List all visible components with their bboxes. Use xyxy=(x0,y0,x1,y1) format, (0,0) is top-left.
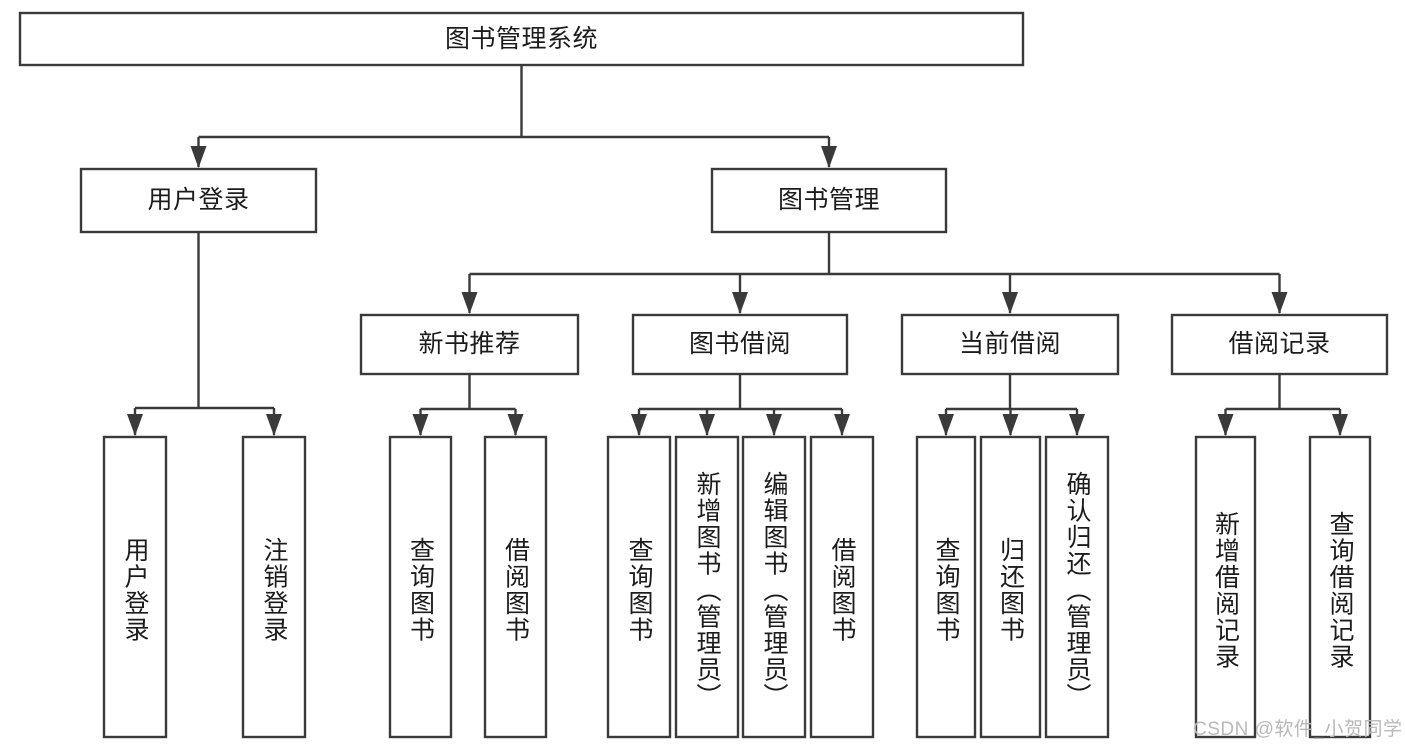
node-box-leaf-query-record xyxy=(1308,435,1372,739)
arrow-current-borrow-to-leaf-return-book xyxy=(1002,414,1019,436)
arrow-user-login-to-leaf-user-login xyxy=(127,414,143,436)
node-box-leaf-user-logout xyxy=(241,435,307,739)
arrow-root-to-book-manage xyxy=(821,146,837,168)
arrow-borrow-record-to-leaf-query-record xyxy=(1332,414,1348,436)
node-box-root xyxy=(18,11,1025,67)
boxes-layer xyxy=(18,11,1389,739)
node-box-leaf-edit-book xyxy=(741,435,807,739)
arrow-root-to-user-login xyxy=(190,146,207,168)
arrow-new-book-rec-to-leaf-borrow-book-rec xyxy=(507,414,524,436)
node-box-new-book-rec xyxy=(359,313,580,376)
arrow-current-borrow-to-leaf-confirm-return xyxy=(1069,414,1085,436)
arrow-borrow-record-to-leaf-add-record xyxy=(1217,414,1234,436)
node-box-current-borrow xyxy=(900,313,1120,376)
node-box-leaf-add-book xyxy=(674,435,740,739)
connectors-layer xyxy=(127,65,1348,436)
node-box-leaf-confirm-return xyxy=(1044,435,1110,739)
node-box-leaf-query-book-rec xyxy=(388,435,453,739)
node-box-leaf-query-book-cur xyxy=(915,435,977,739)
arrow-book-manage-to-current-borrow xyxy=(1002,292,1018,314)
node-box-book-borrow xyxy=(631,313,849,376)
arrow-user-login-to-leaf-user-logout xyxy=(266,414,282,436)
arrow-book-borrow-to-leaf-borrow-book xyxy=(834,414,850,436)
node-box-user-login xyxy=(79,167,318,234)
arrow-book-borrow-to-leaf-query-book-borrow xyxy=(631,414,647,436)
arrow-book-manage-to-borrow-record xyxy=(1271,292,1288,314)
node-box-leaf-return-book xyxy=(979,435,1042,739)
arrow-book-manage-to-book-borrow xyxy=(732,292,748,314)
node-box-leaf-borrow-book xyxy=(809,435,875,739)
arrow-new-book-rec-to-leaf-query-book-rec xyxy=(412,414,429,436)
arrow-current-borrow-to-leaf-query-book-cur xyxy=(938,414,954,436)
node-box-book-manage xyxy=(710,167,948,234)
node-box-leaf-borrow-book-rec xyxy=(483,435,548,739)
csdn-watermark: CSDN @软件_小贺同学 xyxy=(1193,719,1403,740)
node-box-leaf-query-book-borrow xyxy=(606,435,672,739)
node-box-leaf-user-login xyxy=(102,435,168,739)
node-box-borrow-record xyxy=(1170,313,1389,376)
arrow-book-borrow-to-leaf-add-book xyxy=(699,414,715,436)
arrow-book-manage-to-new-book-rec xyxy=(461,292,478,314)
arrow-book-borrow-to-leaf-edit-book xyxy=(766,414,782,436)
node-box-leaf-add-record xyxy=(1194,435,1257,739)
